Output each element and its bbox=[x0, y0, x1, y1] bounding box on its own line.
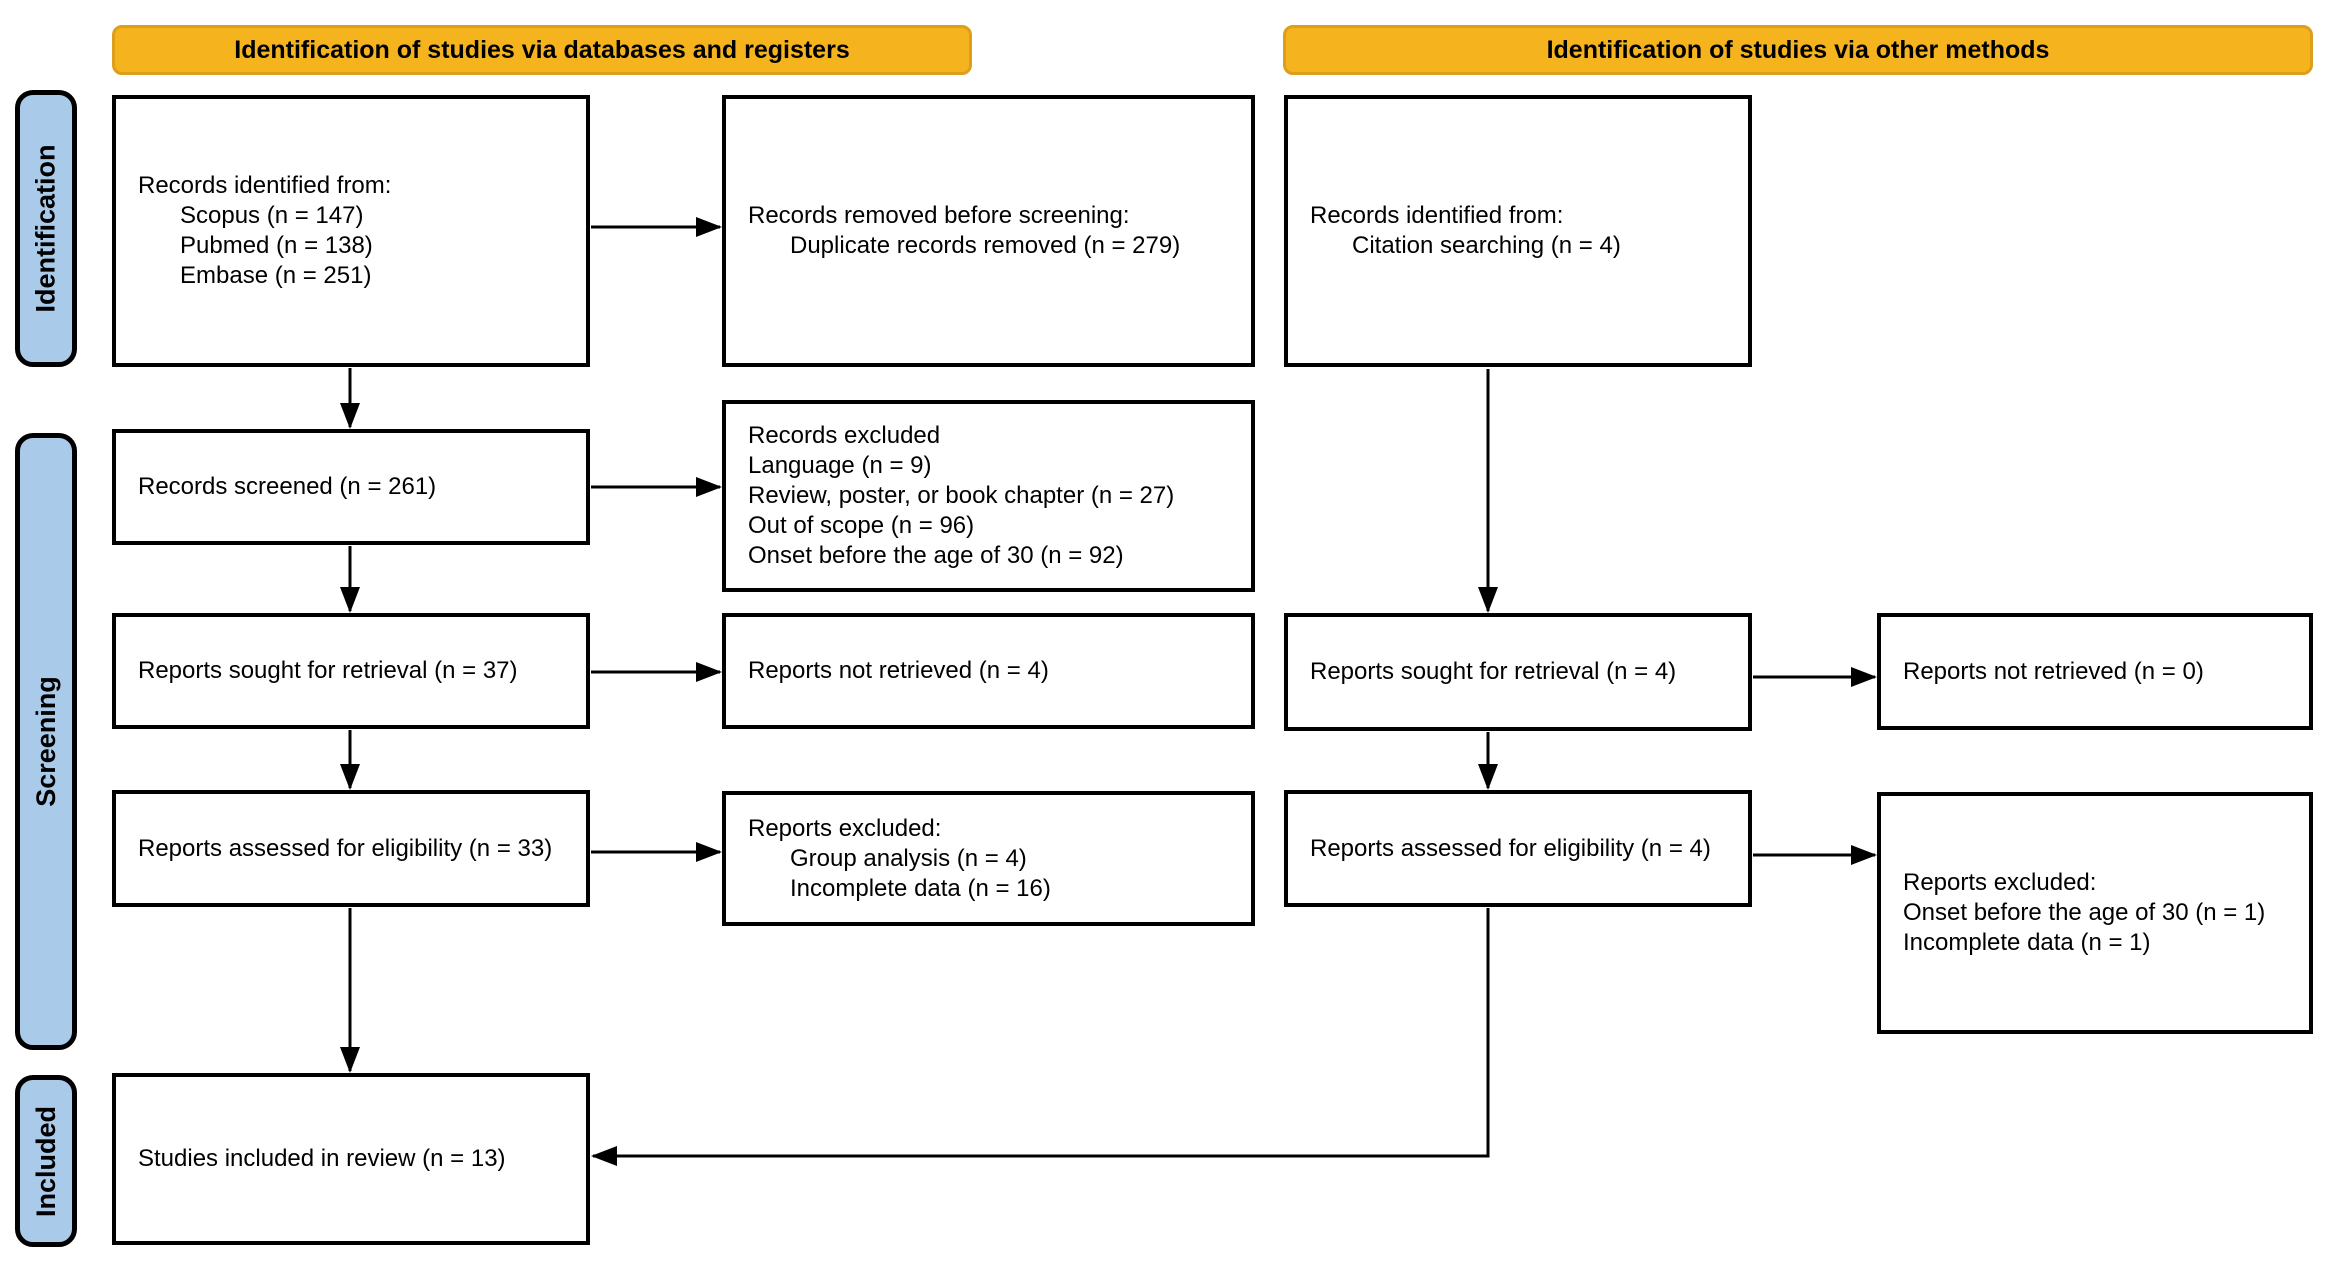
box-text-line: Embase (n = 251) bbox=[180, 262, 372, 289]
box-text-line: Citation searching (n = 4) bbox=[1352, 232, 1621, 259]
phase-included: Included bbox=[15, 1075, 77, 1247]
box-text-line: Pubmed (n = 138) bbox=[180, 232, 373, 259]
box-text-line: Onset before the age of 30 (n = 1) bbox=[1903, 899, 2266, 926]
box-text-line: Duplicate records removed (n = 279) bbox=[790, 232, 1181, 259]
phase-identification-label: Identification bbox=[30, 144, 61, 313]
phase-screening-label: Screening bbox=[30, 676, 61, 807]
box-text-line: Group analysis (n = 4) bbox=[790, 844, 1027, 872]
box-text-line: Reports not retrieved (n = 0) bbox=[1903, 657, 2204, 685]
box-text-line: Reports sought for retrieval (n = 37) bbox=[138, 657, 518, 684]
banner-other-methods: Identification of studies via other meth… bbox=[1283, 25, 2313, 75]
box-reports-excluded-other: Reports excluded: Onset before the age of… bbox=[1877, 792, 2313, 1034]
box-reports-assessed-other: Reports assessed for eligibility (n = 4) bbox=[1284, 790, 1752, 907]
box-reports-excluded-databases: Reports excluded:Group analysis (n = 4)I… bbox=[722, 791, 1255, 926]
box-text-line: Records excluded bbox=[748, 422, 941, 449]
box-text-line: Out of scope (n = 96) bbox=[748, 512, 975, 539]
box-text-line: Incomplete data (n = 16) bbox=[790, 874, 1051, 902]
box-text-line: Reports assessed for eligibility (n = 33… bbox=[138, 834, 553, 862]
banner-other-label: Identification of studies via other meth… bbox=[1546, 35, 2050, 64]
phase-included-label: Included bbox=[30, 1105, 61, 1217]
box-text-line: Reports not retrieved (n = 4) bbox=[748, 657, 1049, 684]
box-text-line: Reports assessed for eligibility (n = 4) bbox=[1310, 834, 1711, 862]
box-records-identified-other: Records identified from: Citation searchi… bbox=[1284, 95, 1752, 367]
box-text-line: Records identified from: bbox=[1310, 202, 1564, 229]
box-records-identified-databases: Records identified from: Scopus (n = 147)… bbox=[112, 95, 590, 367]
box-text-line: Scopus (n = 147) bbox=[180, 202, 364, 229]
box-text-line: Incomplete data (n = 1) bbox=[1903, 929, 2151, 956]
box-records-removed-before-screening: Records removed before screening: Duplica… bbox=[722, 95, 1255, 367]
box-reports-sought-other: Reports sought for retrieval (n = 4) bbox=[1284, 613, 1752, 731]
box-text-line: Review, poster, or book chapter (n = 27) bbox=[748, 482, 1175, 509]
box-records-screened: Records screened (n = 261) bbox=[112, 429, 590, 545]
banner-databases-label: Identification of studies via databases … bbox=[234, 35, 850, 64]
box-text-line: Reports excluded: bbox=[1903, 869, 2097, 896]
box-reports-sought-databases: Reports sought for retrieval (n = 37) bbox=[112, 613, 590, 729]
box-reports-not-retrieved-other: Reports not retrieved (n = 0) bbox=[1877, 613, 2313, 730]
box-text-line: Language (n = 9) bbox=[748, 452, 932, 479]
box-text-line: Onset before the age of 30 (n = 92) bbox=[748, 542, 1124, 569]
box-text-line: Reports sought for retrieval (n = 4) bbox=[1310, 658, 1677, 685]
arrow-assessed2-to-included bbox=[591, 908, 1490, 1166]
box-text-line: Studies included in review (n = 13) bbox=[138, 1145, 506, 1172]
box-text-line: Reports excluded: bbox=[748, 814, 942, 842]
phase-screening: Screening bbox=[15, 433, 77, 1050]
box-reports-not-retrieved-databases: Reports not retrieved (n = 4) bbox=[722, 613, 1255, 729]
banner-databases-registers: Identification of studies via databases … bbox=[112, 25, 972, 75]
phase-identification: Identification bbox=[15, 90, 77, 367]
box-text-line: Records identified from: bbox=[138, 172, 392, 199]
box-reports-assessed-databases: Reports assessed for eligibility (n = 33… bbox=[112, 790, 590, 907]
box-text-line: Records removed before screening: bbox=[748, 202, 1130, 229]
box-studies-included: Studies included in review (n = 13) bbox=[112, 1073, 590, 1245]
box-text-line: Records screened (n = 261) bbox=[138, 473, 437, 500]
